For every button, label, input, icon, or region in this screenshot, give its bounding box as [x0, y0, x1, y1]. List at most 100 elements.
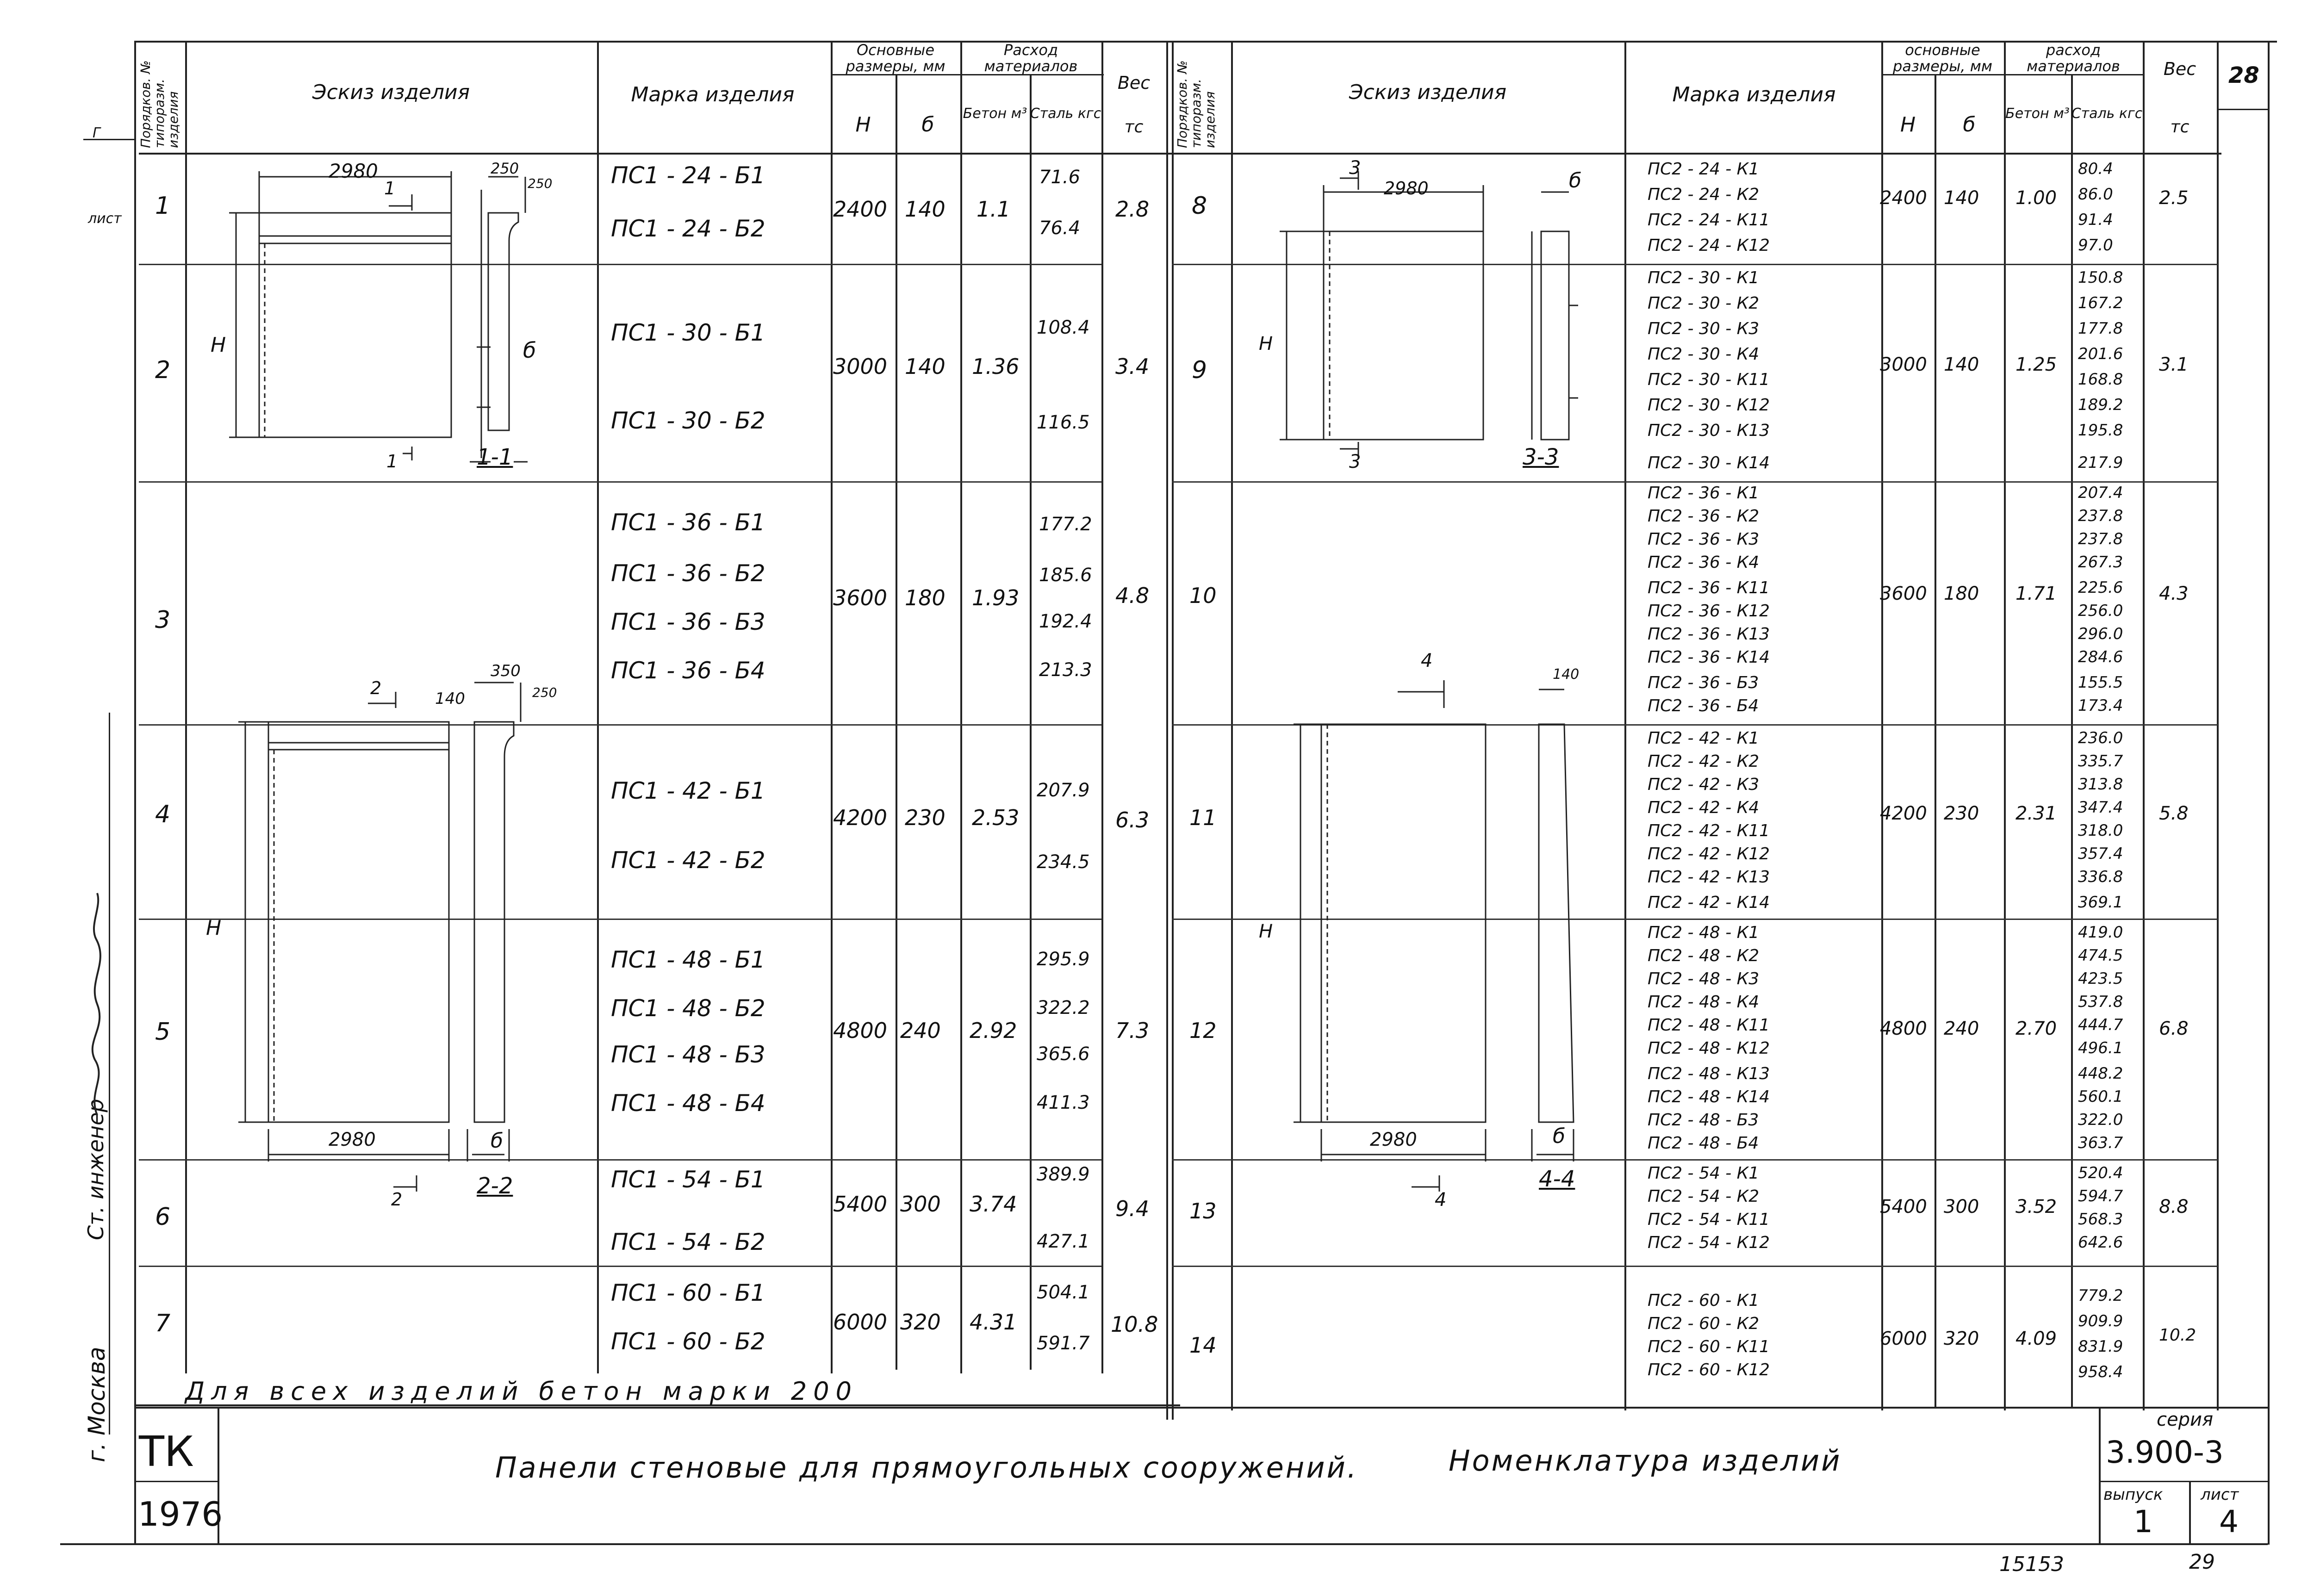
right-row-9-mark-8: ПС2 - 30 - К14: [1648, 453, 1770, 472]
right-row-9-b: 140: [1944, 354, 1979, 375]
right-row-10-steel-1: 207.4: [2078, 484, 2123, 502]
sketch-left-top-dim-250a: 250: [491, 160, 519, 177]
right-row-8-pos: 8: [1192, 192, 1207, 220]
right-row-12-mark-4: ПС2 - 48 - К4: [1648, 993, 1760, 1012]
left-row-6-pos: 6: [155, 1203, 171, 1231]
right-row-12-steel-4: 537.8: [2078, 993, 2123, 1011]
left-row-6-b: 300: [900, 1192, 941, 1217]
right-row-11-pos: 11: [1189, 805, 1217, 830]
left-row-3-steel-2: 185.6: [1039, 565, 1092, 586]
left-row-5-steel-4: 411.3: [1037, 1092, 1090, 1113]
left-tag-list: лист: [88, 211, 122, 227]
right-row-10-mark-1: ПС2 - 36 - К1: [1648, 484, 1760, 503]
left-row-1-b: 140: [905, 197, 946, 222]
left-row-2-steel-2: 116.5: [1037, 412, 1090, 433]
right-row-11-b: 230: [1944, 803, 1979, 824]
right-row-9-mark-1: ПС2 - 30 - К1: [1648, 268, 1760, 287]
right-row-10-steel-3: 237.8: [2078, 530, 2123, 548]
left-row-7-concrete: 4.31: [970, 1310, 1017, 1335]
right-row-8-steel-2: 86.0: [2078, 185, 2113, 204]
right-row-11-mark-1: ПС2 - 42 - К1: [1648, 729, 1760, 748]
right-row-11-steel-2: 335.7: [2078, 752, 2123, 770]
sketch-left-bottom-h: Н: [206, 916, 222, 940]
right-row-10-steel-8: 284.6: [2078, 648, 2123, 666]
left-row-4-concrete: 2.53: [972, 805, 1020, 830]
right-row-11-steel-3: 313.8: [2078, 775, 2123, 794]
left-row-3-pos: 3: [155, 606, 171, 634]
right-row-13-mark-1: ПС2 - 54 - К1: [1648, 1164, 1760, 1183]
right-row-10-steel-6: 256.0: [2078, 602, 2123, 620]
sketch-left-bottom-dim-250: 250: [532, 685, 557, 700]
header-consumption-right: расход материалов: [2027, 41, 2120, 75]
left-row-1-pos: 1: [155, 192, 171, 220]
right-row-9-steel-2: 167.2: [2078, 294, 2123, 312]
left-row-5-mark-3: ПС1 - 48 - Б3: [611, 1041, 765, 1068]
right-row-10-steel-5: 225.6: [2078, 578, 2123, 597]
left-row-3-weight: 4.8: [1115, 583, 1150, 608]
right-row-10-mark-4: ПС2 - 36 - К4: [1648, 553, 1760, 572]
right-row-13-mark-4: ПС2 - 54 - К12: [1648, 1233, 1770, 1252]
left-row-5-mark-2: ПС1 - 48 - Б2: [611, 995, 765, 1022]
right-row-9-pos: 9: [1192, 356, 1207, 384]
right-row-13-weight: 8.8: [2159, 1196, 2189, 1217]
header-main-dims-right: основные размеры, мм: [1893, 41, 1992, 75]
right-row-14-concrete: 4.09: [2015, 1328, 2057, 1349]
left-row-2-h: 3000: [833, 354, 888, 379]
sketch-left-top-dim-250b: 250: [528, 176, 553, 191]
right-row-9-mark-6: ПС2 - 30 - К12: [1648, 396, 1770, 415]
right-row-9-steel-7: 195.8: [2078, 421, 2123, 440]
right-row-11-steel-7: 336.8: [2078, 868, 2123, 886]
sketch-right-top: [1280, 171, 1578, 458]
left-row-2-mark-2: ПС1 - 30 - Б2: [611, 407, 765, 434]
right-row-9-mark-7: ПС2 - 30 - К13: [1648, 421, 1770, 440]
header-concrete-right: Бетон м³: [2005, 105, 2070, 122]
left-row-3-h: 3600: [833, 585, 888, 610]
stamp-org: ТК: [139, 1428, 194, 1476]
right-row-10-pos: 10: [1189, 583, 1217, 608]
left-row-5-b: 240: [900, 1018, 941, 1043]
header-b-right: б: [1963, 112, 1976, 137]
left-row-5-mark-4: ПС1 - 48 - Б4: [611, 1090, 765, 1117]
header-pos-right: Порядков. № типоразм. изделия: [1175, 60, 1218, 148]
series-value: 3.900-3: [2106, 1435, 2224, 1470]
page-number: 28: [2228, 62, 2259, 88]
concrete-grade-note: Для всех изделий бетон марки 200: [185, 1377, 858, 1406]
right-row-13-b: 300: [1944, 1196, 1979, 1217]
right-row-9-steel-3: 177.8: [2078, 319, 2123, 338]
left-row-3-b: 180: [905, 585, 946, 610]
list-label: лист: [2201, 1485, 2239, 1504]
header-concrete-left: Бетон м³: [963, 105, 1027, 122]
right-row-10-steel-2: 237.8: [2078, 507, 2123, 525]
right-row-10-mark-8: ПС2 - 36 - К14: [1648, 648, 1770, 667]
right-row-12-mark-6: ПС2 - 48 - К12: [1648, 1039, 1770, 1058]
right-row-13-steel-3: 568.3: [2078, 1210, 2123, 1229]
left-row-7-mark-1: ПС1 - 60 - Б1: [611, 1279, 765, 1306]
right-row-11-mark-5: ПС2 - 42 - К11: [1648, 821, 1770, 840]
left-row-1-h: 2400: [833, 197, 888, 222]
sketch-right-bottom-dim-140: 140: [1553, 666, 1580, 683]
right-row-13-pos: 13: [1189, 1199, 1217, 1223]
right-row-10-mark-5: ПС2 - 36 - К11: [1648, 578, 1770, 597]
sketch-right-bottom-mark-4a: 4: [1421, 650, 1433, 671]
sketch-right-top-mark-3a: 3: [1349, 157, 1361, 179]
right-row-12-steel-6: 496.1: [2078, 1039, 2123, 1057]
header-weight-unit-left: тс: [1124, 118, 1144, 137]
right-row-10-steel-7: 296.0: [2078, 625, 2123, 643]
right-row-14-steel-2: 909.9: [2078, 1312, 2123, 1330]
left-row-7-mark-2: ПС1 - 60 - Б2: [611, 1328, 765, 1355]
sketch-right-top-dim-width: 2980: [1384, 178, 1429, 199]
right-row-11-h: 4200: [1880, 803, 1927, 824]
right-row-13-h: 5400: [1880, 1196, 1927, 1217]
sketch-left-bottom-section: 2-2: [477, 1173, 513, 1199]
left-row-1-weight: 2.8: [1115, 197, 1150, 222]
left-row-1-mark-1: ПС1 - 24 - Б1: [611, 162, 765, 189]
right-row-10-steel-10: 173.4: [2078, 696, 2123, 715]
header-sketch-right: Эскиз изделия: [1349, 80, 1507, 104]
right-row-9-weight: 3.1: [2159, 354, 2189, 375]
sheet-title: Панели стеновые для прямоугольных сооруж…: [495, 1451, 1358, 1484]
header-steel-right: Сталь кгс: [2071, 105, 2143, 122]
header-main-dims-left: Основные размеры, мм: [846, 41, 946, 75]
left-row-4-steel-2: 234.5: [1037, 851, 1090, 873]
right-row-12-weight: 6.8: [2159, 1018, 2189, 1039]
right-row-11-mark-7: ПС2 - 42 - К13: [1648, 868, 1770, 887]
